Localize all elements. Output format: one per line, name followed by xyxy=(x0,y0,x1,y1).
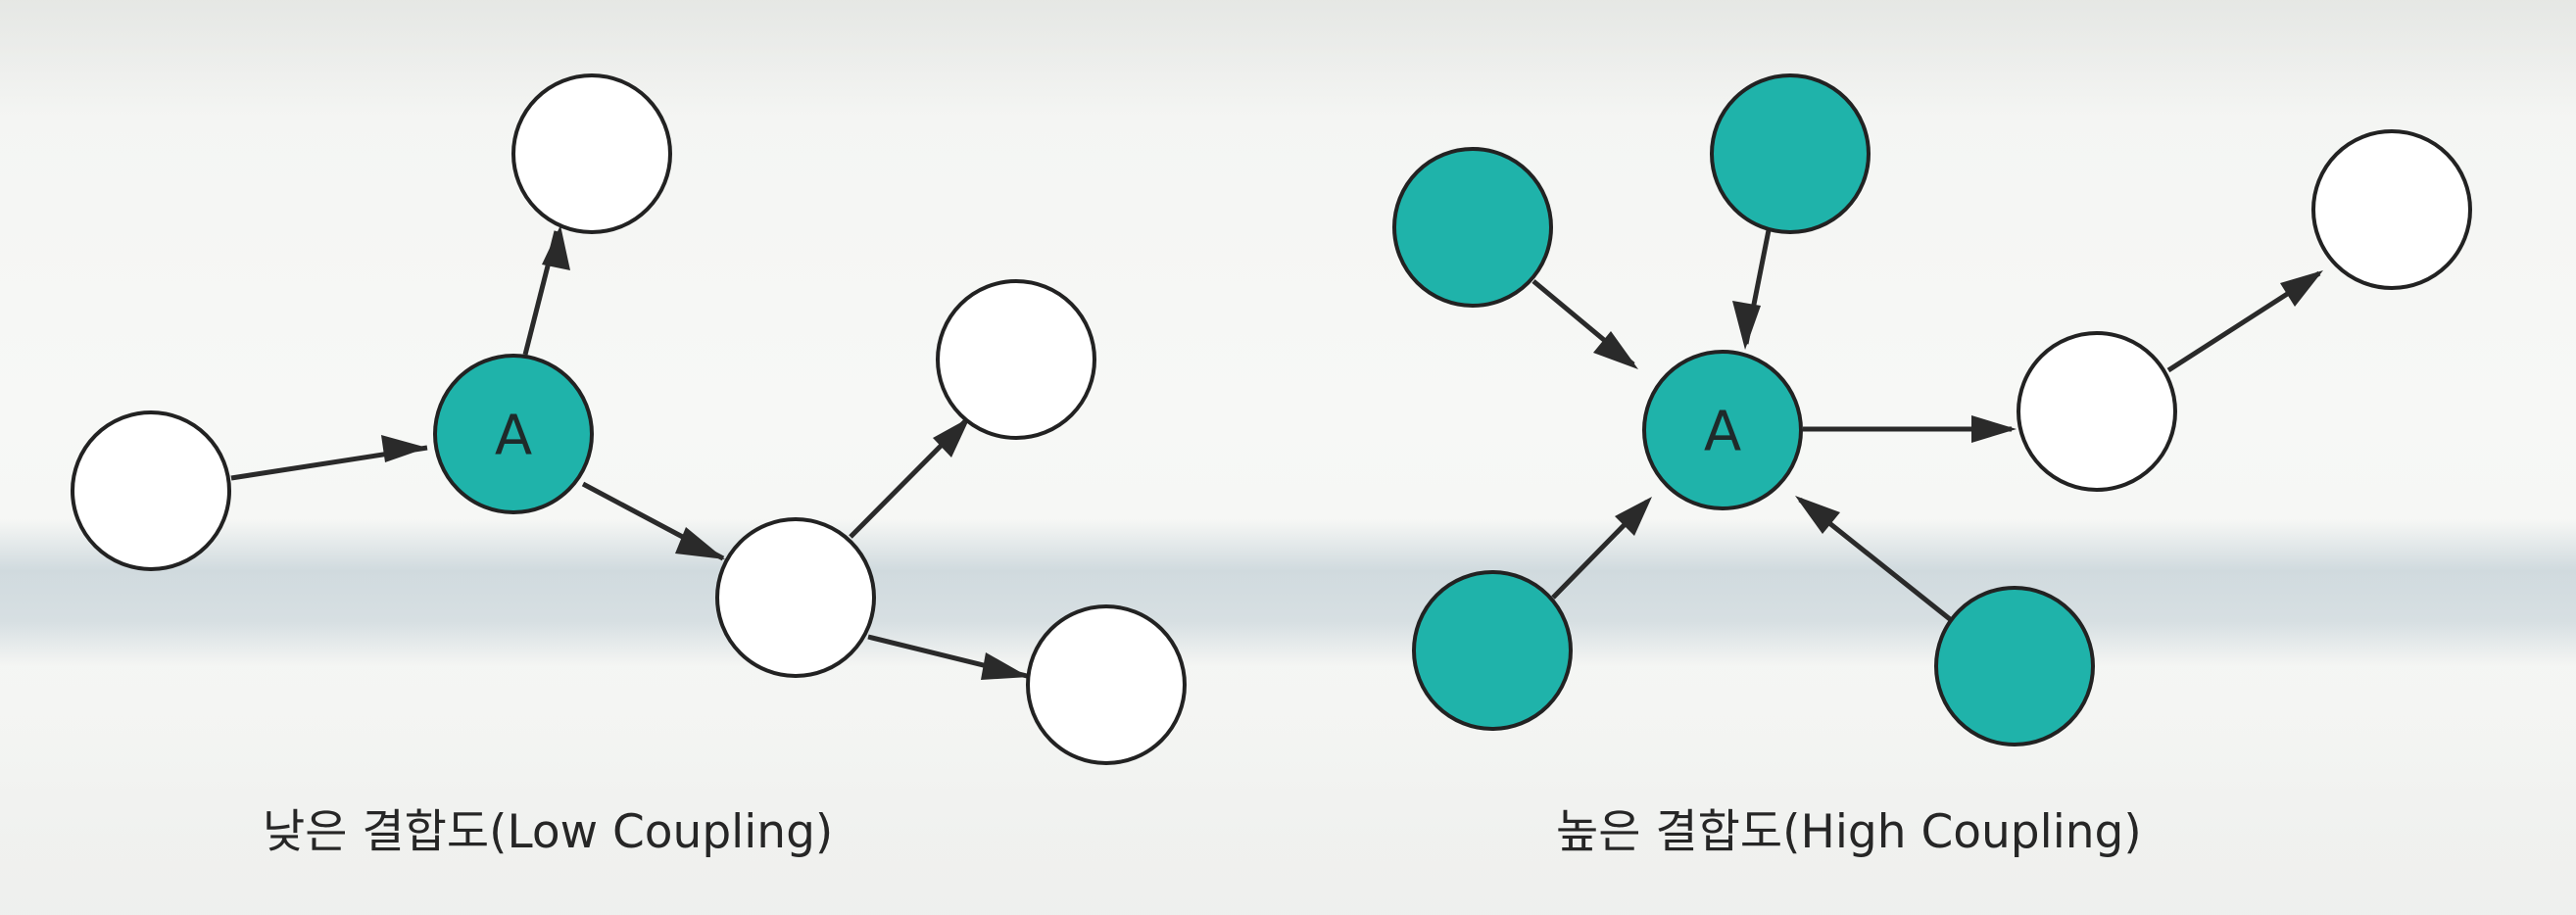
background-band-middle xyxy=(0,519,2576,666)
arrowhead-lowerleft-to-a xyxy=(1615,497,1652,536)
high-coupling-edges xyxy=(1531,229,2323,621)
arrowhead-a-to-right xyxy=(1971,415,2017,443)
background-band-top xyxy=(0,0,2576,118)
low-coupling-edges xyxy=(230,225,1029,680)
arrowhead-mid-to-lower-right xyxy=(981,652,1029,680)
arrowhead-mid-to-upper-right xyxy=(933,417,970,458)
high-node-a-label: A xyxy=(1704,401,1741,464)
high-node-right xyxy=(2017,331,2177,492)
low-coupling-diagram: A xyxy=(71,73,1187,765)
high-node-upper-left xyxy=(1392,147,1553,308)
high-node-a xyxy=(1642,350,1803,510)
low-node-a xyxy=(433,354,594,514)
low-node-upper-right xyxy=(936,279,1096,440)
high-node-lower-right xyxy=(1934,586,2095,746)
arrowhead-right-to-farright xyxy=(2280,270,2323,307)
high-node-lower-left xyxy=(1412,570,1573,731)
arrowhead-left-to-a xyxy=(381,435,427,462)
low-node-a-label: A xyxy=(495,405,532,468)
arrowhead-lowerright-to-a xyxy=(1795,496,1840,534)
low-node-left xyxy=(71,410,231,571)
low-node-top xyxy=(511,73,672,234)
arrowhead-top-to-a xyxy=(1732,301,1761,350)
low-coupling-caption: 낮은 결합도(Low Coupling) xyxy=(263,805,834,859)
high-coupling-caption: 높은 결합도(High Coupling) xyxy=(1556,805,2142,859)
low-node-lower-right xyxy=(1026,604,1187,765)
high-node-far-right xyxy=(2311,129,2472,290)
low-node-mid xyxy=(715,517,876,678)
arrowhead-a-to-top xyxy=(542,225,570,270)
arrowhead-upperleft-to-a xyxy=(1593,331,1638,369)
arrowhead-a-to-mid xyxy=(675,527,725,559)
high-coupling-diagram: A xyxy=(1392,73,2472,746)
background-band-bottom xyxy=(0,715,2576,915)
high-node-top xyxy=(1710,73,1871,234)
